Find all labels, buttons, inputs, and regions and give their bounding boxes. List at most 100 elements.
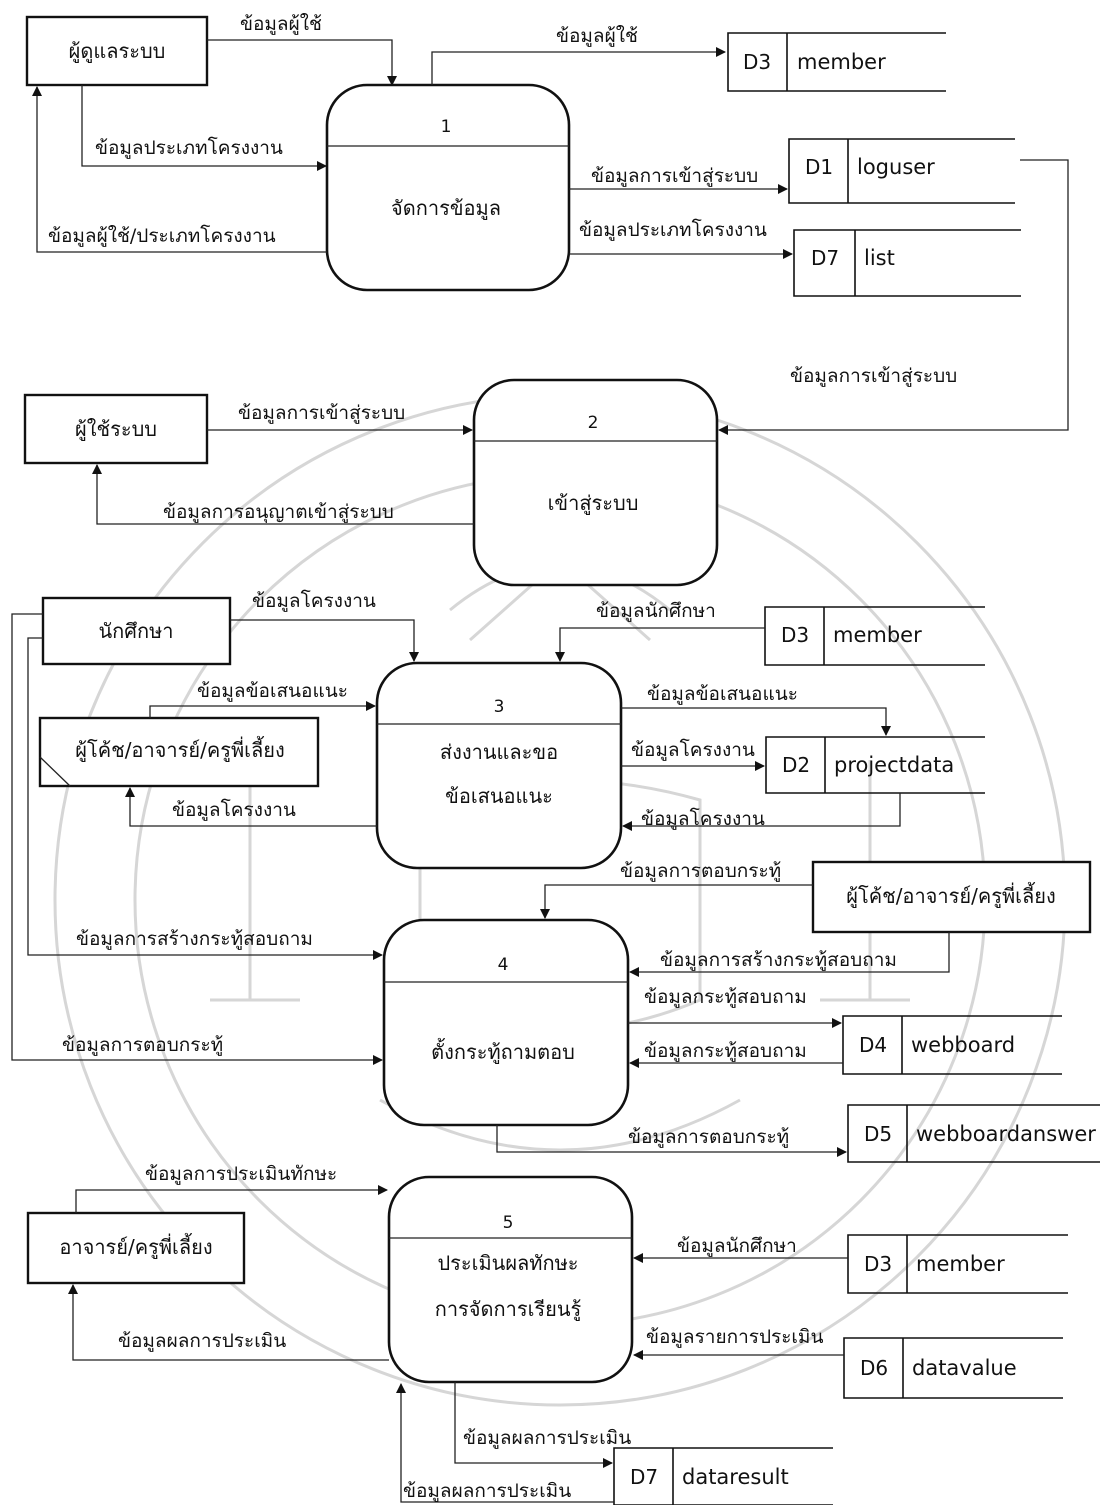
process-3: 3 ส่งงานและขอ ข้อเสนอแนะ — [375, 661, 623, 870]
process-4-label: ตั้งกระทู้ถามตอบ — [431, 1038, 575, 1065]
entity-admin-label: ผู้ดูแลระบบ — [69, 39, 166, 64]
entity-teacher-label: อาจารย์/ครูพี่เลี้ยง — [59, 1233, 212, 1260]
flow-label-f8: ข้อมูลการเข้าสู่ระบบ — [238, 402, 405, 424]
datastore-d3-member-2-name: member — [833, 623, 922, 647]
datastore-d6-datavalue: D6 datavalue — [843, 1337, 1063, 1399]
flow-p5-to-teacher-line — [68, 1284, 389, 1361]
flow-label-f4: ข้อมูลผู้ใช้/ประเภทโครงงาน — [48, 224, 276, 247]
process-2-label: เข้าสู่ระบบ — [548, 491, 639, 516]
process-1-label: จัดการข้อมูล — [391, 196, 501, 221]
flow-p3-to-coach-line — [125, 787, 377, 827]
datastore-d7-list-id: D7 — [811, 246, 839, 270]
datastore-d3-member-1: D3 member — [727, 32, 946, 92]
flow-label-f6: ข้อมูลประเภทโครงงาน — [579, 218, 767, 241]
flow-label-f19: ข้อมูลการสร้างกระทู้สอบถาม — [660, 949, 897, 971]
flow-label-f10: ข้อมูลโครงงาน — [252, 589, 376, 612]
process-3-label-line1: ส่งงานและขอ — [440, 740, 558, 764]
flow-p3-to-d2-suggest-line — [621, 707, 891, 736]
process-2-number: 2 — [588, 413, 599, 433]
flow-coach-right-create-topic-line — [629, 932, 950, 977]
entity-admin: ผู้ดูแลระบบ — [25, 15, 209, 87]
flow-d1-to-p2-line — [718, 159, 1069, 435]
flow-label-f18: ข้อมูลการสร้างกระทู้สอบถาม — [76, 928, 313, 950]
process-1-number: 1 — [441, 117, 452, 137]
flow-label-f5: ข้อมูลการเข้าสู่ระบบ — [591, 165, 758, 187]
datastore-d6-name: datavalue — [912, 1356, 1017, 1380]
entity-coach-left: ผู้โค้ช/อาจารย์/ครูพี่เลี้ยง — [38, 716, 320, 788]
flow-p1-to-admin-line — [32, 86, 327, 253]
flow-label-f23: ข้อมูลการตอบกระทู้ — [628, 1126, 789, 1148]
flow-student-to-p3-line — [230, 619, 419, 662]
process-3-label-line2: ข้อเสนอแนะ — [445, 784, 553, 808]
entity-teacher: อาจารย์/ครูพี่เลี้ยง — [26, 1211, 246, 1285]
flow-p1-to-d3-line — [431, 47, 726, 85]
datastore-d4-id: D4 — [859, 1033, 887, 1057]
flow-label-f22: ข้อมูลกระทู้สอบถาม — [644, 1040, 807, 1062]
flow-p2-to-user-line — [92, 464, 474, 525]
flow-label-f25: ข้อมูลนักศึกษา — [677, 1235, 797, 1257]
datastore-d6-id: D6 — [860, 1356, 888, 1380]
entity-coach-right: ผู้โค้ช/อาจารย์/ครูพี่เลี้ยง — [811, 860, 1092, 934]
flow-label-f15: ข้อมูลโครงงาน — [172, 798, 296, 821]
datastore-d1-id: D1 — [805, 155, 833, 179]
flow-label-f17: ข้อมูลการตอบกระทู้ — [620, 860, 781, 882]
datastore-d2-name: projectdata — [834, 753, 954, 777]
flow-label-f27: ข้อมูลรายการประเมิน — [646, 1326, 823, 1348]
process-5-label-line1: ประเมินผลทักษะ — [437, 1251, 578, 1275]
flow-d3-to-p3-line — [555, 627, 765, 662]
datastore-d7-dataresult-name: dataresult — [682, 1465, 789, 1489]
flow-label-f12: ข้อมูลข้อเสนอแนะ — [197, 680, 348, 702]
flow-label-f2: ข้อมูลผู้ใช้ — [556, 25, 638, 47]
datastore-d7-dataresult: D7 dataresult — [613, 1447, 833, 1505]
flow-d7-to-p5-line — [396, 1383, 614, 1503]
flow-label-f29: ข้อมูลผลการประเมิน — [403, 1480, 571, 1502]
entity-student-label: นักศึกษา — [99, 619, 174, 643]
entity-system-user: ผู้ใช้ระบบ — [23, 393, 209, 465]
datastore-d2-projectdata: D2 projectdata — [765, 736, 985, 794]
flow-label-f28: ข้อมูลผลการประเมิน — [463, 1427, 631, 1449]
datastore-d5-id: D5 — [864, 1122, 892, 1146]
flow-label-f14: ข้อมูลโครงงาน — [631, 738, 755, 761]
process-5: 5 ประเมินผลทักษะ การจัดการเรียนรู้ — [387, 1175, 634, 1384]
datastore-d3-member-3: D3 member — [847, 1234, 1068, 1294]
datastore-d3-member-2: D3 member — [764, 606, 985, 666]
datastore-d4-webboard: D4 webboard — [842, 1015, 1062, 1075]
datastore-d2-id: D2 — [782, 753, 810, 777]
datastore-d5-webboardanswer: D5 webboardanswer — [847, 1104, 1100, 1163]
process-4-number: 4 — [498, 955, 509, 975]
datastore-d3-member-3-name: member — [916, 1252, 1005, 1276]
datastore-d1-loguser: D1 loguser — [788, 138, 1015, 204]
datastore-d3-member-3-id: D3 — [864, 1252, 892, 1276]
datastore-d7-dataresult-id: D7 — [630, 1465, 658, 1489]
datastore-d4-name: webboard — [911, 1033, 1015, 1057]
datastore-d3-member-1-id: D3 — [743, 50, 771, 74]
process-2: 2 เข้าสู่ระบบ — [472, 378, 719, 587]
process-5-number: 5 — [503, 1213, 514, 1233]
flow-d2-to-p3-line — [622, 793, 901, 831]
process-1: 1 จัดการข้อมูล — [325, 83, 571, 292]
flow-label-f3: ข้อมูลประเภทโครงงาน — [95, 136, 283, 159]
datastore-d3-member-1-name: member — [797, 50, 886, 74]
datastore-d7-list: D7 list — [793, 229, 1021, 297]
flow-label-f20: ข้อมูลกระทู้สอบถาม — [644, 986, 807, 1008]
datastore-d5-name: webboardanswer — [916, 1122, 1096, 1146]
flow-p4-to-d5-line — [496, 1125, 847, 1157]
process-4: 4 ตั้งกระทู้ถามตอบ — [382, 918, 630, 1127]
flow-coach-to-p3-line — [149, 701, 376, 718]
datastore-d3-member-2-id: D3 — [781, 623, 809, 647]
flow-student-answer-line — [11, 613, 383, 1065]
flow-label-f24: ข้อมูลการประเมินทักษะ — [145, 1163, 337, 1185]
flow-label-f16: ข้อมูลโครงงาน — [641, 807, 765, 830]
flow-label-f1: ข้อมูลผู้ใช้ — [240, 13, 322, 35]
flow-label-f9: ข้อมูลการอนุญาตเข้าสู่ระบบ — [163, 501, 394, 524]
flow-coach-right-answer-line — [540, 884, 813, 919]
flow-label-f26: ข้อมูลผลการประเมิน — [118, 1330, 286, 1352]
flow-student-create-topic-line — [27, 637, 383, 960]
process-3-number: 3 — [494, 697, 505, 717]
process-5-label-line2: การจัดการเรียนรู้ — [435, 1297, 582, 1322]
flow-p5-to-d7-line — [454, 1382, 613, 1468]
entity-coach-left-label: ผู้โค้ช/อาจารย์/ครูพี่เลี้ยง — [75, 736, 284, 763]
datastore-d7-list-name: list — [864, 246, 895, 270]
entity-coach-right-label: ผู้โค้ช/อาจารย์/ครูพี่เลี้ยง — [846, 882, 1055, 909]
